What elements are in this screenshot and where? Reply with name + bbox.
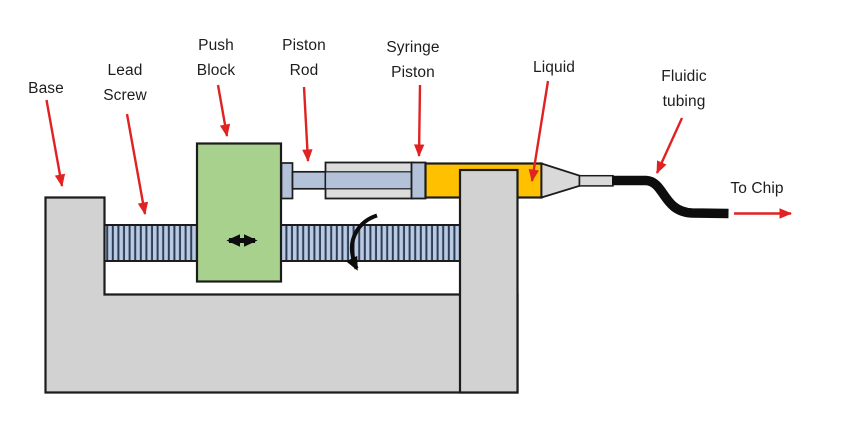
label-piston-rod-line2: Rod <box>289 62 319 79</box>
label-liquid-text: Liquid <box>533 59 575 76</box>
support-column <box>458 168 519 394</box>
label-lead-screw: Lead Screw <box>85 58 165 108</box>
leader-arrow-piston-rod <box>302 86 313 162</box>
screw-rotation-arrow-icon <box>346 213 378 271</box>
label-syringe-piston: Syringe Piston <box>373 35 453 85</box>
label-fluidic-tubing: Fluidic tubing <box>644 64 724 114</box>
leader-arrow-base <box>45 99 66 187</box>
leader-arrow-liquid <box>528 80 550 182</box>
label-fluidic-tubing-line2: tubing <box>662 93 706 110</box>
label-push-block-line1: Push <box>198 37 234 54</box>
label-base: Base <box>6 76 86 101</box>
piston-shaft-in-barrel <box>324 171 414 190</box>
label-fluidic-tubing-line1: Fluidic <box>661 68 707 85</box>
leader-arrow-syringe-piston <box>413 84 425 157</box>
syringe-piston <box>410 161 427 200</box>
label-piston-rod-line1: Piston <box>282 37 326 54</box>
piston-rod <box>291 170 327 190</box>
label-push-block-line2: Block <box>196 62 236 79</box>
piston-rod-flange <box>280 162 294 200</box>
fluidic-tubing <box>612 175 729 219</box>
label-push-block: Push Block <box>176 33 256 83</box>
leader-arrow-push-block <box>216 84 231 137</box>
label-liquid: Liquid <box>514 55 594 80</box>
label-piston-rod: Piston Rod <box>264 33 344 83</box>
leader-arrow-lead-screw <box>125 113 149 215</box>
label-lead-screw-line1: Lead <box>107 62 143 79</box>
label-base-text: Base <box>28 80 64 97</box>
label-lead-screw-line2: Screw <box>103 87 147 104</box>
label-to-chip-text: To Chip <box>730 180 784 197</box>
nozzle-tube <box>578 174 614 187</box>
lead-screw <box>103 224 462 262</box>
leader-arrow-fluidic-tubing <box>655 117 684 174</box>
nozzle-cone <box>540 162 581 199</box>
label-to-chip: To Chip <box>707 176 807 201</box>
push-block <box>195 142 283 283</box>
label-syringe-piston-line1: Syringe <box>386 39 440 56</box>
label-syringe-piston-line2: Piston <box>391 64 435 81</box>
